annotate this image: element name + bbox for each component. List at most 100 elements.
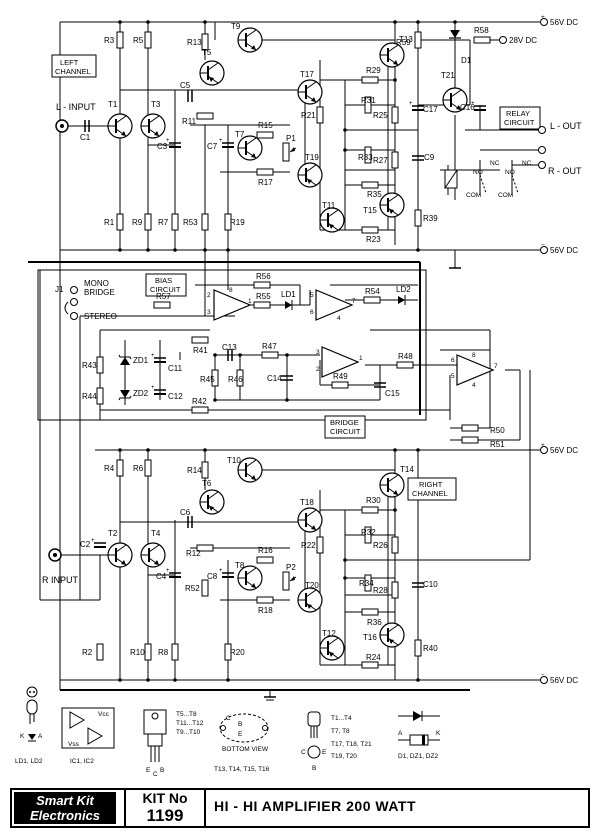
transistor-t9 (237, 27, 263, 53)
resistor-r2 (96, 643, 104, 661)
svg-text:E: E (322, 749, 327, 756)
relay-com-1: COM (466, 192, 481, 199)
resistor-r43 (96, 356, 104, 374)
svg-text:R15: R15 (258, 121, 273, 130)
opamp-pin-labels: 2 3 1 8 5 6 7 4 3 2 1 6 5 7 8 4 (207, 287, 498, 389)
svg-text:R5: R5 (133, 36, 144, 45)
svg-text:R29: R29 (366, 66, 381, 75)
capacitor-c2 (90, 537, 107, 549)
svg-text:R21: R21 (301, 111, 316, 120)
left-channel-line2: CHANNEL (55, 67, 91, 76)
relay-com-2: COM (498, 192, 513, 199)
svg-text:R36: R36 (367, 618, 382, 627)
transistor-t4 (140, 542, 166, 568)
rail-pos-bot-label: 56V DC (550, 446, 578, 455)
svg-text:C2: C2 (80, 540, 91, 549)
svg-text:R14: R14 (187, 466, 202, 475)
svg-text:B: B (312, 765, 316, 772)
l-out-label: L - OUT (550, 121, 582, 131)
resistor-r18 (256, 596, 274, 604)
svg-text:T6: T6 (202, 479, 212, 488)
svg-text:T19: T19 (305, 153, 319, 162)
bias-line1: BIAS (155, 276, 172, 285)
resistor-r42 (191, 406, 209, 414)
resistor-r30 (361, 506, 379, 514)
capacitor-c8 (218, 567, 235, 579)
led-ld2 (398, 295, 406, 305)
capacitor-c4 (165, 567, 182, 579)
left-channel-line1: LEFT (60, 58, 79, 67)
svg-text:R56: R56 (256, 272, 271, 281)
svg-text:R28: R28 (373, 586, 388, 595)
svg-text:R50: R50 (490, 426, 505, 435)
svg-text:A: A (38, 733, 43, 740)
resistor-r28 (391, 581, 399, 599)
svg-text:Vss: Vss (68, 741, 80, 748)
svg-text:R19: R19 (230, 218, 245, 227)
svg-text:R30: R30 (366, 496, 381, 505)
r-out-label: R - OUT (548, 166, 582, 176)
svg-text:R12: R12 (186, 549, 201, 558)
transistor-t17 (297, 79, 323, 105)
svg-text:T13: T13 (399, 35, 413, 44)
svg-text:P1: P1 (286, 134, 296, 143)
stereo-terminal[interactable] (70, 312, 78, 320)
mono-bridge-terminal[interactable] (70, 298, 78, 306)
resistor-r7 (171, 213, 179, 231)
resistor-r55 (253, 301, 271, 309)
relay-nc-2: NC (522, 160, 532, 167)
led-top-icon (26, 686, 38, 698)
l-out-gnd-terminal (538, 146, 546, 154)
resistor-r39 (414, 209, 422, 227)
svg-text:T21: T21 (441, 71, 455, 80)
transistor-t12 (319, 635, 345, 661)
potentiometer-p2 (282, 571, 297, 591)
svg-text:8: 8 (472, 352, 476, 359)
svg-text:P2: P2 (286, 563, 296, 572)
svg-text:C1: C1 (80, 133, 91, 142)
svg-text:4: 4 (472, 382, 476, 389)
transistor-t11 (319, 207, 345, 233)
svg-text:T5: T5 (202, 48, 212, 57)
resistor-r17 (256, 168, 274, 176)
svg-text:E: E (146, 767, 151, 774)
svg-text:C3: C3 (157, 142, 168, 151)
svg-text:R20: R20 (230, 648, 245, 657)
resistor-r52 (201, 579, 209, 597)
diode-body-icon (409, 734, 429, 746)
l-input-label: L - INPUT (56, 102, 96, 112)
svg-text:R9: R9 (132, 218, 143, 227)
svg-text:R35: R35 (367, 190, 382, 199)
svg-text:5: 5 (451, 373, 455, 380)
capacitor-c5 (187, 89, 193, 103)
relay-circuit-line1: RELAY (506, 109, 530, 118)
svg-text:R54: R54 (365, 287, 380, 296)
resistor-r6 (144, 459, 152, 477)
j1-terminal[interactable] (70, 286, 78, 294)
svg-text:2: 2 (316, 366, 320, 373)
svg-text:R22: R22 (301, 541, 316, 550)
svg-text:T11: T11 (322, 201, 336, 210)
transistor-t19 (297, 162, 323, 188)
svg-text:7: 7 (352, 298, 356, 305)
svg-text:C5: C5 (180, 81, 191, 90)
transistor-t5 (199, 60, 225, 86)
svg-text:R11: R11 (182, 117, 197, 126)
resistor-r40 (414, 639, 422, 657)
svg-text:LD1: LD1 (281, 290, 296, 299)
resistor-r51 (461, 436, 479, 444)
svg-text:T15: T15 (363, 206, 377, 215)
capacitor-c11 (150, 352, 167, 364)
v28-label: 28V DC (509, 36, 537, 45)
svg-text:T1...T4: T1...T4 (331, 715, 352, 722)
svg-text:3: 3 (316, 349, 320, 356)
svg-text:T9: T9 (231, 22, 241, 31)
svg-text:T3: T3 (151, 100, 161, 109)
capacitor-c17 (408, 100, 425, 112)
svg-text:ZD1: ZD1 (133, 356, 149, 365)
r-input-label: R INPUT (42, 575, 79, 585)
legend: K A LD1, LD2 Vcc Vss IC1, IC2 E C B T5..… (15, 686, 441, 778)
transistor-t16 (379, 622, 405, 648)
resistor-r48 (396, 361, 414, 369)
svg-text:−: − (541, 242, 545, 249)
